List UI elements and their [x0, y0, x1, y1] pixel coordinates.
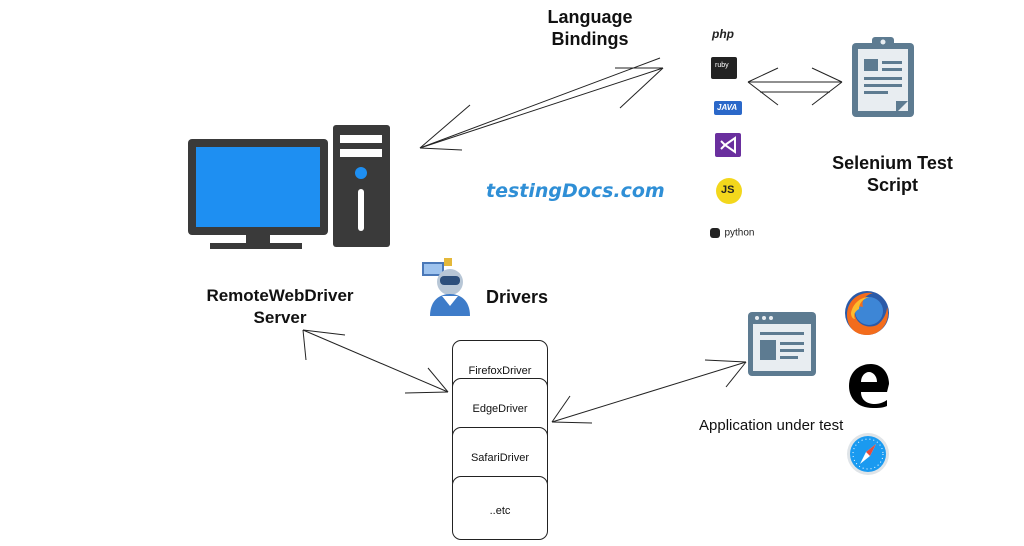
script-bindings-arrow — [747, 67, 843, 106]
browser-window-icon — [748, 312, 816, 376]
visual-studio-logo — [715, 133, 741, 157]
drivers-label: Drivers — [486, 287, 549, 307]
driver-label-etc: ..etc — [489, 505, 511, 517]
java-logo-text: JAVA — [717, 103, 738, 112]
python-logo-text: python — [724, 227, 755, 239]
clipboard-icon — [852, 37, 914, 117]
firefox-icon — [845, 291, 889, 335]
selenium-script-label: Selenium Test Script — [832, 153, 953, 195]
safari-icon — [847, 433, 889, 475]
server-label: RemoteWebDriver Server — [206, 286, 354, 327]
computer-icon — [188, 125, 390, 249]
ruby-logo: ruby — [711, 57, 737, 79]
php-logo: php — [712, 27, 734, 41]
python-logo: python — [710, 224, 754, 240]
server-drivers-arrow — [302, 329, 449, 394]
java-logo: JAVA — [714, 101, 742, 115]
ruby-logo-text: ruby — [715, 62, 729, 69]
driver-label-edge: EdgeDriver — [472, 403, 528, 415]
driver-label-firefox: FirefoxDriver — [468, 365, 532, 377]
language-bindings-label: Language Bindings — [547, 7, 633, 49]
python-icon — [710, 227, 720, 238]
edge-icon — [849, 364, 889, 408]
js-logo-text: JS — [721, 184, 735, 196]
driver-box-etc: ..etc — [452, 476, 548, 540]
app-under-test-label: Application under test — [699, 417, 844, 434]
js-logo: JS — [716, 178, 742, 204]
watermark: testingDocs.com — [486, 180, 665, 202]
driver-icon — [422, 258, 470, 316]
drivers-app-arrow — [551, 359, 747, 424]
bindings-server-arrow — [419, 57, 664, 151]
driver-label-safari: SafariDriver — [470, 452, 530, 464]
